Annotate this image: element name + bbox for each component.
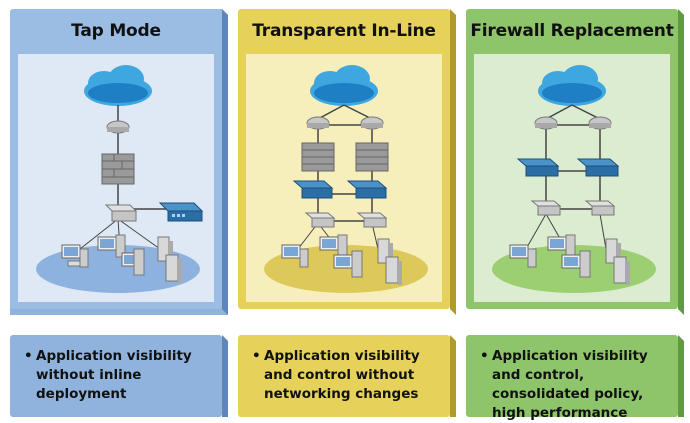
workstation-icon	[319, 234, 348, 258]
workstation-icon	[61, 244, 89, 268]
firewall-replacement-network	[492, 65, 656, 293]
description-tap-mode: • Application visibility without inline …	[10, 335, 228, 417]
panel-title: Firewall Replacement	[470, 21, 674, 41]
firewall-appliance-icon	[292, 180, 334, 199]
workstation-icon	[509, 244, 537, 268]
firewall-appliance-icon	[576, 158, 620, 177]
router-icon	[588, 116, 612, 130]
workstation-icon	[561, 250, 591, 278]
bullet: •	[480, 348, 489, 364]
workstation-icon	[281, 244, 309, 268]
internet-cloud-icon	[310, 65, 378, 106]
transparent-inline-network	[264, 65, 428, 293]
firewall-appliance-icon	[346, 180, 388, 199]
panel-tap-mode: Tap Mode	[10, 9, 228, 315]
router-icon	[306, 116, 330, 130]
firewall-appliance-icon	[516, 158, 560, 177]
switch-icon	[304, 212, 336, 228]
description-text: Application visibility and control, cons…	[492, 348, 648, 421]
switch-icon	[104, 204, 138, 222]
description-text: Application visibility without inline de…	[36, 348, 192, 402]
description-transparent-inline: • Application visibility and control wit…	[238, 335, 456, 417]
internet-cloud-icon	[538, 65, 606, 106]
workstation-icon	[97, 234, 126, 258]
server-icon	[605, 238, 630, 285]
description-frame	[466, 335, 684, 417]
description-text: Application visibility and control witho…	[264, 348, 420, 402]
switch-icon	[356, 212, 388, 228]
panel-title: Tap Mode	[71, 21, 161, 41]
panel-firewall-replacement: Firewall Replacement	[466, 9, 684, 315]
firewall-appliance-icon	[158, 202, 204, 222]
router-icon	[106, 120, 130, 134]
firewall-icon	[101, 153, 135, 185]
description-firewall-replacement: • Application visibility and control, co…	[466, 335, 684, 421]
workstation-icon	[121, 248, 145, 276]
server-icon	[157, 236, 182, 283]
description-frame	[238, 335, 456, 417]
router-icon	[534, 116, 558, 130]
tap-mode-network	[36, 65, 204, 293]
server-icon	[377, 238, 402, 285]
bullet: •	[252, 348, 261, 364]
switch-icon	[530, 200, 562, 216]
workstation-icon	[333, 250, 363, 278]
description-frame	[10, 335, 228, 417]
firewall-icon	[355, 142, 389, 172]
firewall-icon	[301, 142, 335, 172]
panel-transparent-inline: Transparent In-Line	[238, 9, 456, 315]
bullet: •	[24, 348, 33, 364]
switch-icon	[584, 200, 616, 216]
router-icon	[360, 116, 384, 130]
internet-cloud-icon	[84, 65, 152, 106]
panel-title: Transparent In-Line	[252, 21, 436, 41]
workstation-icon	[547, 234, 576, 258]
